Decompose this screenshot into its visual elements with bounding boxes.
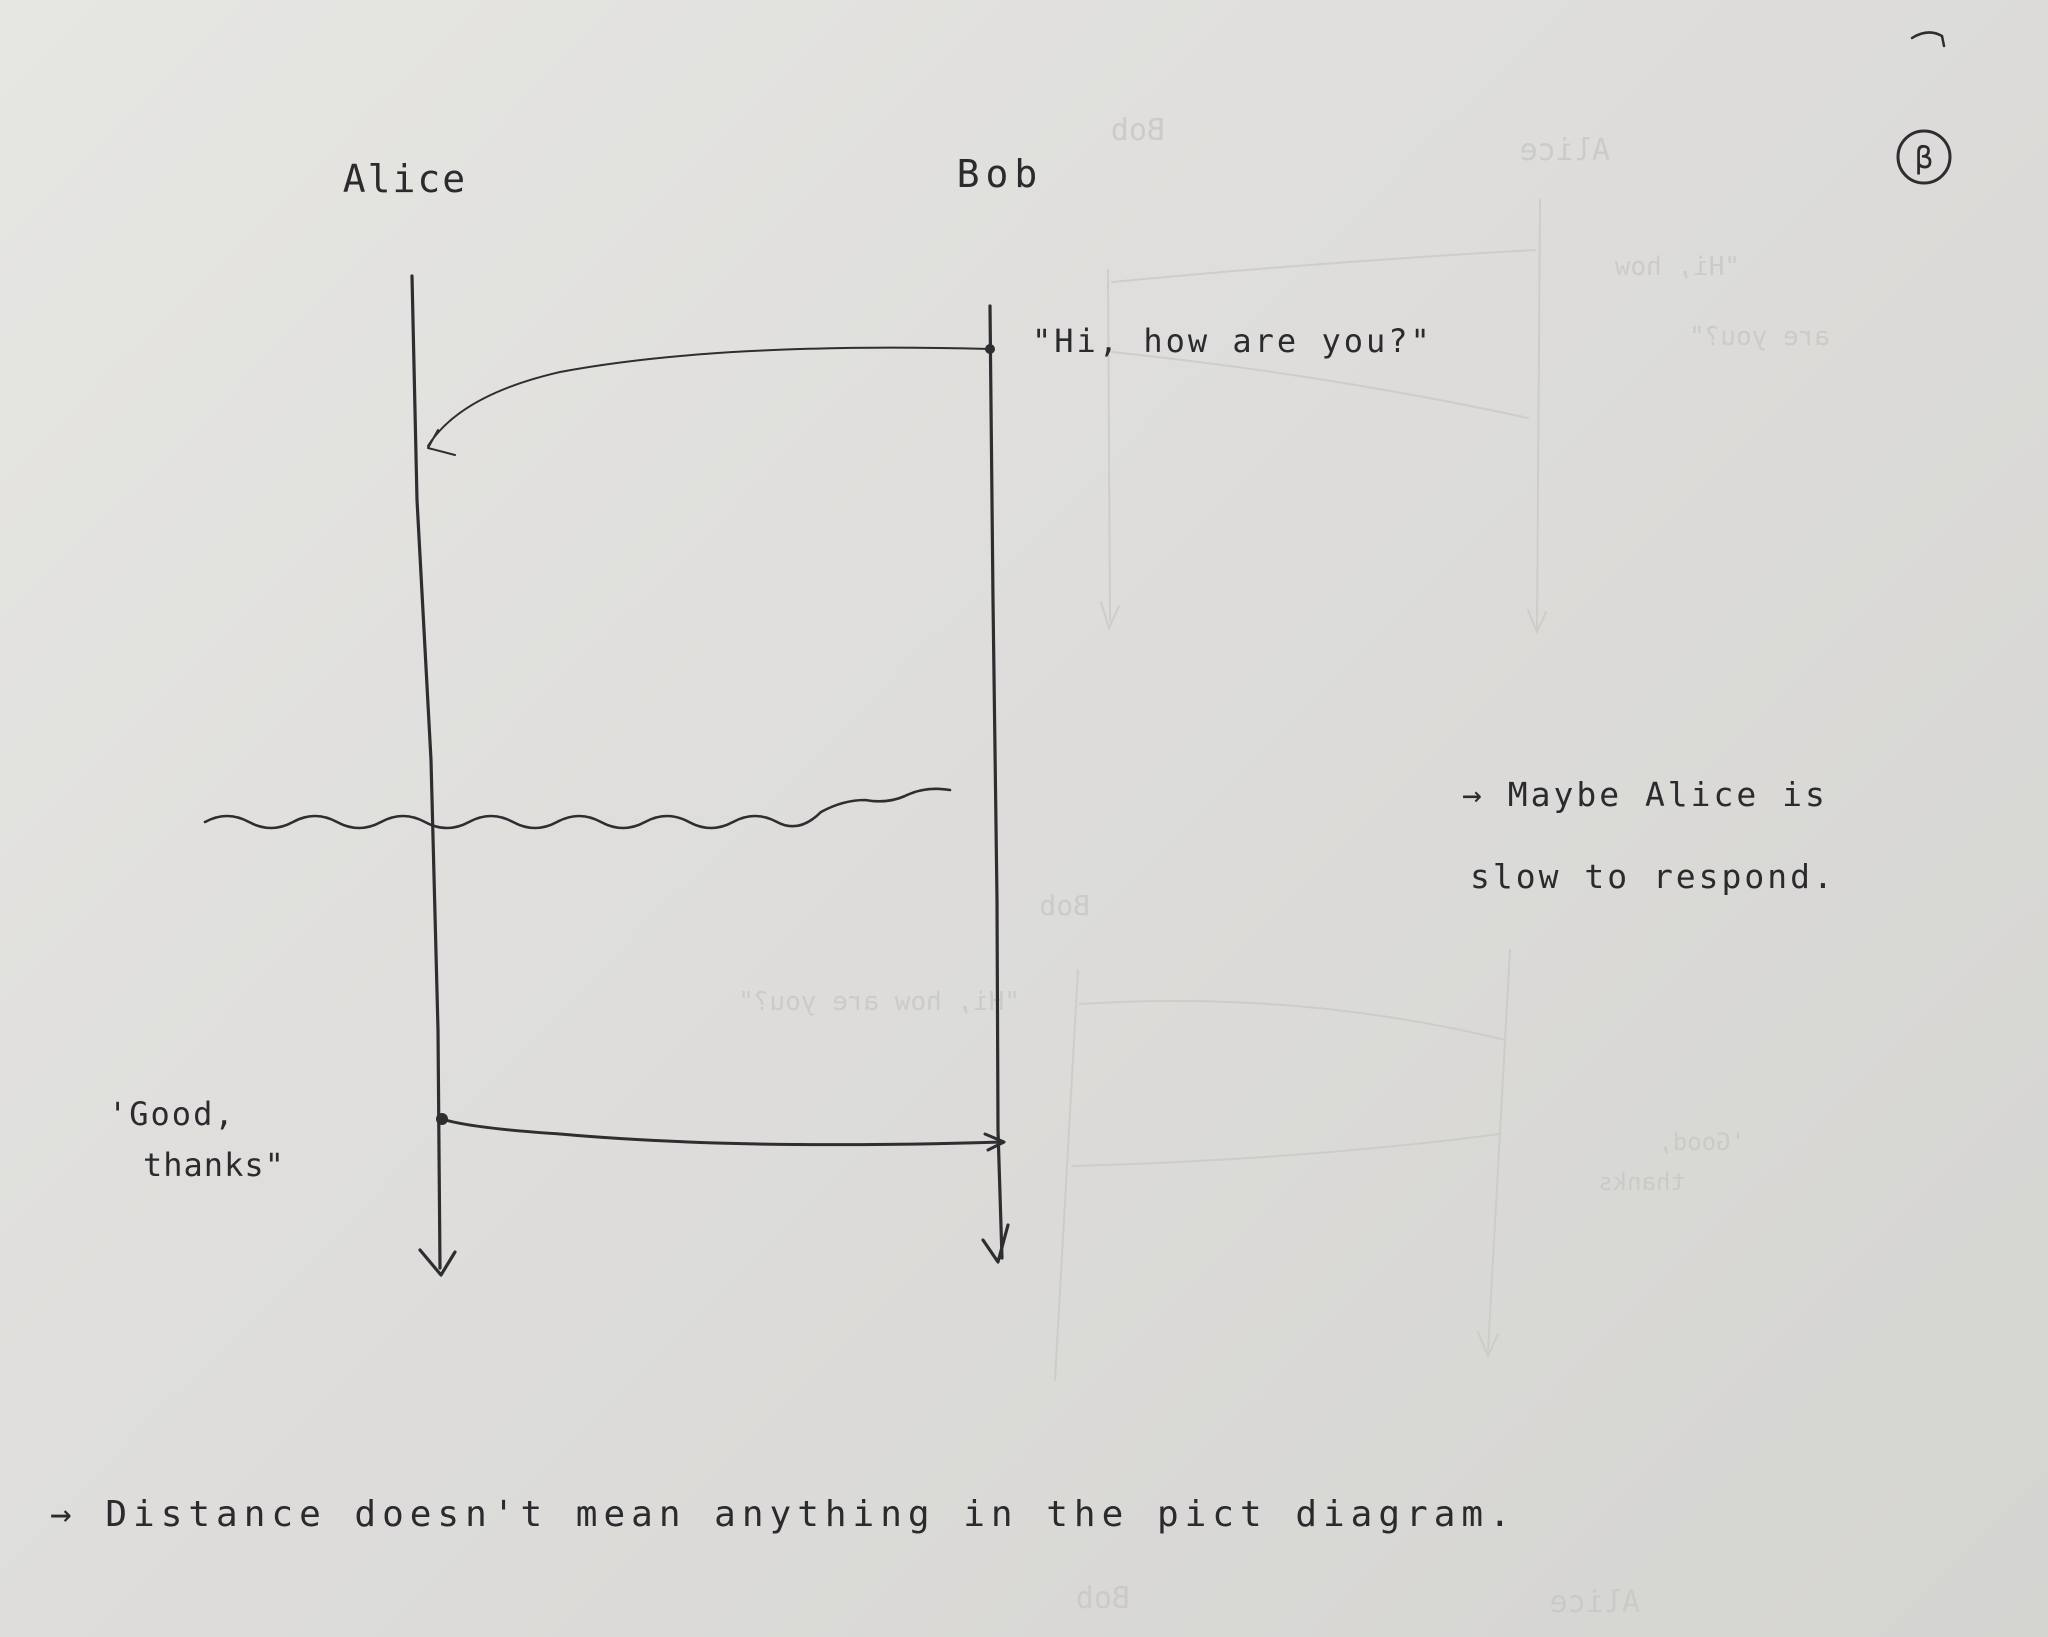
bleed-reply-1: 'Good, [1658,1128,1745,1156]
message-2-arrowhead [983,1132,1006,1152]
side-note-line-2: slow to respond. [1470,857,1836,896]
time-gap-wave [203,787,952,830]
lifeline-alice-arrowhead [418,1248,457,1277]
message-1-arrow [427,346,991,447]
lifeline-label-alice: Alice [343,157,467,201]
lifeline-alice [410,274,442,1270]
page-marker: β [1896,129,1952,185]
bleed-label-alice-top: Alice [1520,133,1610,168]
lifeline-bob [988,304,1004,1260]
message-2-label-line-2: thanks" [143,1146,285,1184]
message-1-arrowhead [427,429,456,456]
side-note-line-1: → Maybe Alice is [1462,775,1828,814]
page-marker-label: β [1915,141,1933,176]
bleed-reply-2: thanks [1598,1168,1685,1196]
bleed-message-middle: "Hi, how are you?" [738,987,1020,1017]
page-marker-circle [1896,129,1952,185]
message-1-label: "Hi, how are you?" [1032,322,1433,360]
bleed-through: Alice Bob "Hi, how are you?" Bob "Hi, ho… [738,113,1830,1620]
lifeline-bob-arrowhead [981,1223,1010,1264]
bleed-label-bob-bottom: Bob [1076,1581,1130,1616]
bleed-message-top-2: are you?" [1689,322,1830,352]
bleed-label-bob-top: Bob [1111,113,1165,148]
message-2-label-line-1: 'Good, [108,1095,236,1133]
corner-scribble [1910,31,1946,48]
bleed-label-bob-middle: Bob [1039,889,1090,922]
bleed-label-alice-bottom: Alice [1550,1585,1640,1620]
message-2-arrow [440,1117,1005,1147]
bleed-message-top-1: "Hi, how [1614,252,1740,282]
footer-note: → Distance doesn't mean anything in the … [50,1494,1517,1535]
lifeline-label-bob: Bob [957,152,1044,196]
